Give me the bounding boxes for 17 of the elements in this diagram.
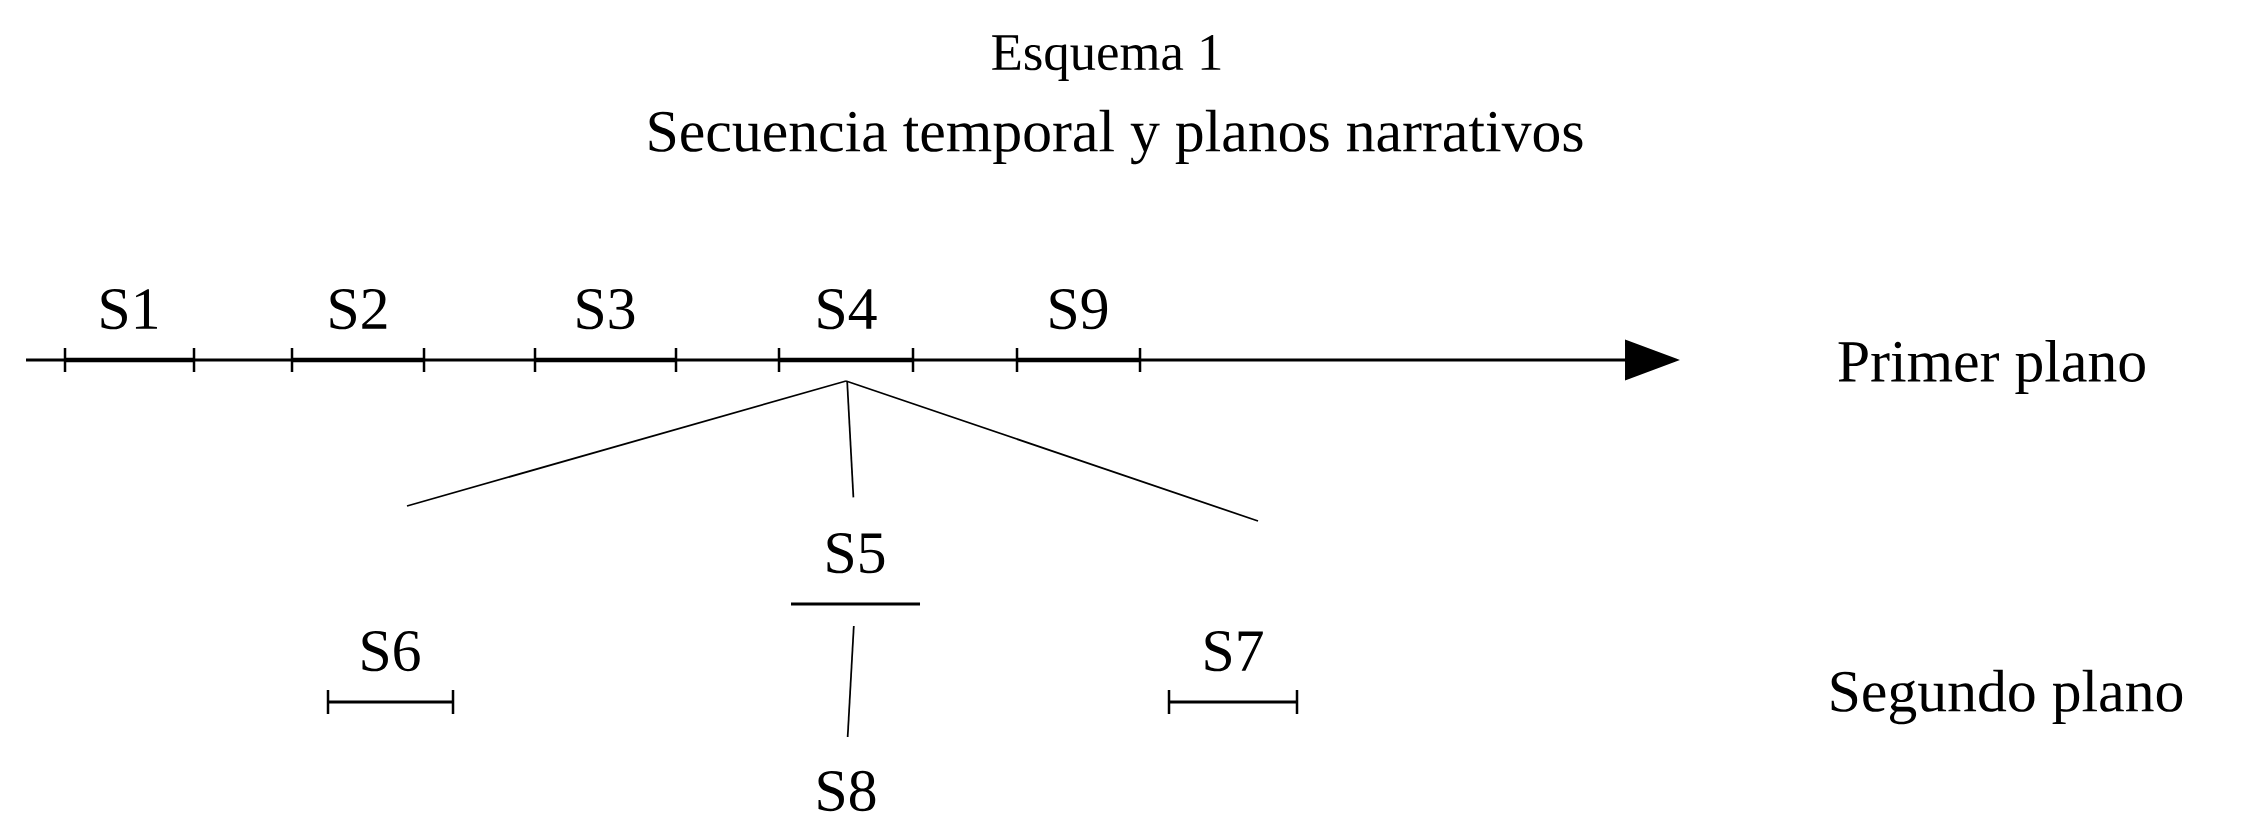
time-segment: S3 [533, 289, 678, 374]
time-segment: S9 [1015, 289, 1142, 374]
segment-label: S8 [818, 770, 876, 812]
connector-line [846, 381, 855, 499]
time-segment: S5 [791, 533, 920, 606]
plane-label: Segundo plano [1831, 669, 2183, 725]
plane-label: Primer plano [1838, 339, 2145, 395]
connector-line [845, 380, 1259, 522]
subtitle: Secuencia temporal y planos narrativos [649, 109, 1583, 165]
time-segment: S4 [777, 289, 915, 374]
connector-line [406, 380, 847, 507]
time-segment: S1 [63, 289, 196, 374]
time-segment: S2 [290, 289, 426, 374]
time-segment: S6 [326, 631, 455, 716]
time-segment: S7 [1167, 631, 1299, 716]
connector-line [846, 625, 855, 738]
title: Esquema 1 [992, 35, 1221, 81]
